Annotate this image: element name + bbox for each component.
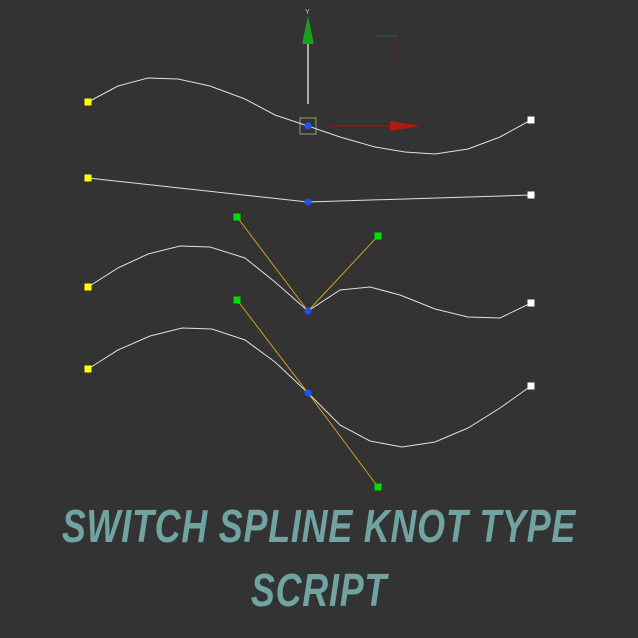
gizmo-center-box[interactable] [299,117,317,135]
xy-plane-handle[interactable] [376,35,398,58]
tangent-line [307,392,379,488]
first-vertex[interactable] [84,174,92,182]
end-vertex[interactable] [527,299,535,307]
transform-gizmo[interactable]: Y [299,9,420,135]
spline-2[interactable] [84,174,535,206]
splines [84,77,535,491]
title-line-1: SWITCH SPLINE KNOT TYPE [61,500,577,552]
end-vertex[interactable] [527,116,535,124]
selected-vertex[interactable] [304,307,312,315]
end-vertex[interactable] [527,191,535,199]
title-line-2: SCRIPT [250,564,388,616]
tangent-handle[interactable] [233,213,241,221]
spline-path[interactable] [87,77,532,155]
first-vertex[interactable] [84,283,92,291]
tangent-line [307,235,379,312]
spline-3[interactable] [84,213,535,319]
tangent-handle[interactable] [374,483,382,491]
spline-path[interactable] [87,245,532,319]
x-axis-arrow-icon[interactable] [390,121,420,131]
spline-1[interactable] [84,77,535,155]
tangent-line [236,299,309,394]
spline-path[interactable] [87,327,532,448]
selected-vertex[interactable] [304,389,312,397]
first-vertex[interactable] [84,365,92,373]
spline-4[interactable] [84,296,535,491]
y-axis-label: Y [305,9,310,16]
first-vertex[interactable] [84,98,92,106]
end-vertex[interactable] [527,382,535,390]
tangent-handle[interactable] [233,296,241,304]
tangent-line [236,216,309,312]
selected-vertex[interactable] [304,198,312,206]
tangent-handle[interactable] [374,232,382,240]
y-axis-arrow-icon[interactable] [302,16,314,44]
selected-vertex[interactable] [304,122,312,130]
spline-path[interactable] [87,177,532,203]
